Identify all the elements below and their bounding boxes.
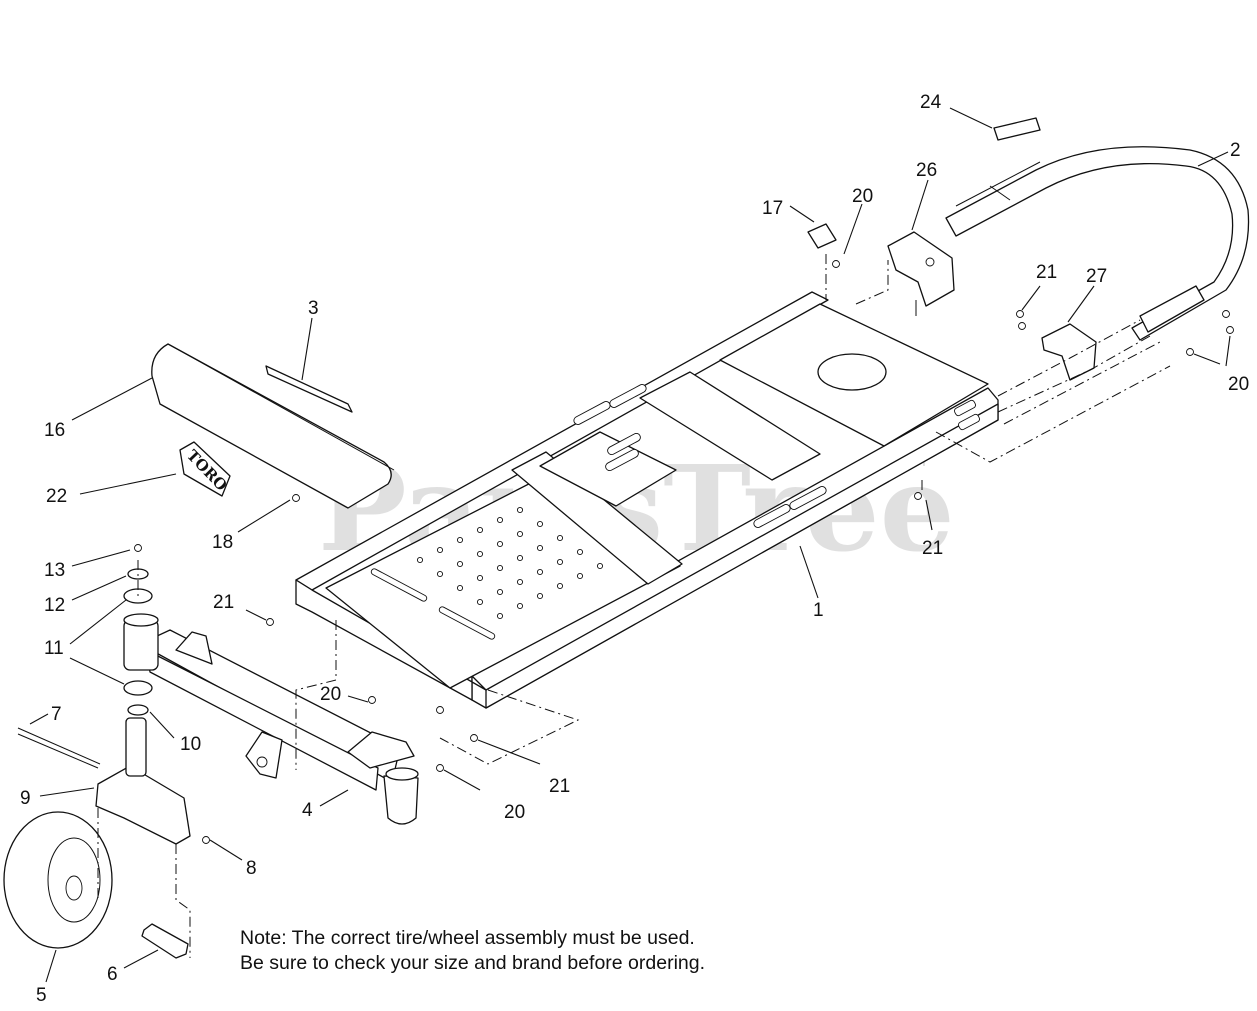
- callout-21-rear[interactable]: 21: [1036, 262, 1057, 283]
- callout-20-front[interactable]: 20: [504, 802, 525, 823]
- callout-4[interactable]: 4: [302, 800, 313, 821]
- callout-2[interactable]: 2: [1230, 140, 1241, 161]
- axle-bolt[interactable]: [17, 727, 101, 769]
- note-line-1: Note: The correct tire/wheel assembly mu…: [240, 927, 695, 949]
- callout-1[interactable]: 1: [813, 600, 824, 621]
- callout-21-front[interactable]: 21: [549, 776, 570, 797]
- toro-logo-decal[interactable]: TORO: [179, 441, 231, 497]
- callout-6[interactable]: 6: [107, 964, 118, 985]
- callout-7[interactable]: 7: [51, 704, 62, 725]
- assembly-lines: [97, 254, 1171, 958]
- callout-27[interactable]: 27: [1086, 266, 1107, 287]
- note-line-2: Be sure to check your size and brand bef…: [240, 952, 706, 974]
- callout-16[interactable]: 16: [44, 420, 65, 441]
- ordering-note: Note: The correct tire/wheel assembly mu…: [240, 926, 705, 976]
- front-cover[interactable]: [151, 343, 395, 509]
- callout-26[interactable]: 26: [916, 160, 937, 181]
- callout-20-rear[interactable]: 20: [1228, 374, 1249, 395]
- callout-10[interactable]: 10: [180, 734, 201, 755]
- callout-3[interactable]: 3: [308, 298, 319, 319]
- callout-9[interactable]: 9: [20, 788, 31, 809]
- caster-fork[interactable]: [95, 717, 191, 845]
- callout-17[interactable]: 17: [762, 198, 783, 219]
- main-frame[interactable]: [295, 291, 999, 709]
- leader-lines: [29, 107, 1231, 983]
- callout-8[interactable]: 8: [246, 858, 257, 879]
- axle-spacer[interactable]: [141, 923, 189, 959]
- callouts: 1 2 3 4 5 6 7 8 9 10 11 12 13 16 17 18 2…: [20, 92, 1249, 1006]
- rear-bumper[interactable]: [945, 146, 1250, 341]
- mount-bracket[interactable]: [887, 231, 955, 316]
- callout-13[interactable]: 13: [44, 560, 65, 581]
- decal[interactable]: [993, 117, 1041, 141]
- spacer-10[interactable]: [127, 704, 149, 716]
- callout-24[interactable]: 24: [920, 92, 942, 113]
- cover-decal[interactable]: [265, 365, 353, 413]
- hardware: [134, 260, 1234, 844]
- rops-bracket[interactable]: [1041, 323, 1097, 381]
- callout-12[interactable]: 12: [44, 595, 65, 616]
- callout-22[interactable]: 22: [46, 486, 67, 507]
- callout-20-top[interactable]: 20: [852, 186, 873, 207]
- callout-21-left[interactable]: 21: [213, 592, 234, 613]
- decal-small[interactable]: [807, 223, 837, 249]
- callout-21-right[interactable]: 21: [922, 538, 943, 559]
- caster-wheel[interactable]: [3, 811, 113, 949]
- callout-18[interactable]: 18: [212, 532, 233, 553]
- callout-20-axle[interactable]: 20: [320, 684, 341, 705]
- callout-11[interactable]: 11: [44, 638, 64, 659]
- front-axle[interactable]: [123, 613, 419, 825]
- bearing-11-bottom[interactable]: [123, 680, 153, 696]
- callout-5[interactable]: 5: [36, 985, 47, 1006]
- floor-hole-pattern: [416, 506, 604, 620]
